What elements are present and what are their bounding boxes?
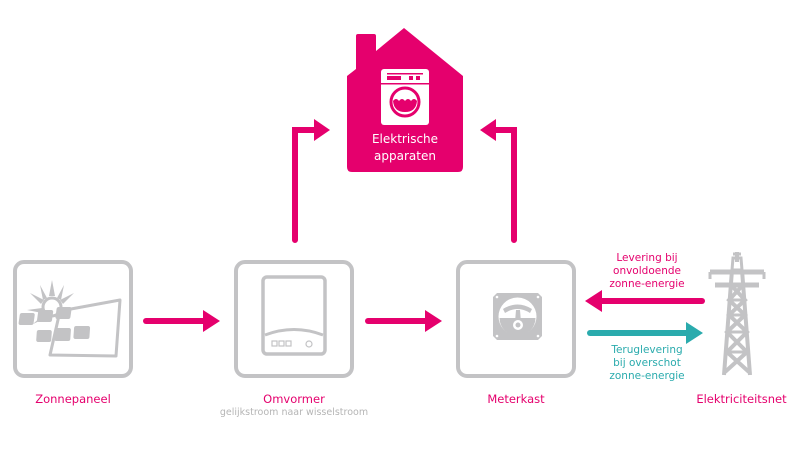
- arrow-meterkast-to-house: [480, 119, 517, 243]
- house-label-line1: Elektrische: [371, 132, 439, 146]
- delivery-label-line2: onvoldoende: [613, 265, 681, 277]
- arrow-omvormer-to-house: [292, 119, 330, 243]
- arrow-zonnepaneel-to-omvormer: [143, 310, 220, 332]
- return-label: Teruglevering bij overschot zonne-energi…: [595, 344, 699, 383]
- meterkast-label: Meterkast: [487, 392, 545, 406]
- delivery-label: Levering bij onvoldoende zonne-energie: [595, 252, 699, 291]
- house-label-line2: apparaten: [374, 149, 436, 163]
- arrow-net-to-meterkast: [585, 290, 705, 312]
- meterkast-box: [456, 260, 576, 378]
- return-label-line3: zonne-energie: [609, 370, 685, 382]
- zonnepaneel-box: [13, 260, 133, 378]
- delivery-label-line3: zonne-energie: [609, 278, 685, 290]
- omvormer-sublabel: gelijkstroom naar wisselstroom: [219, 407, 369, 418]
- return-label-line2: bij overschot: [613, 357, 681, 369]
- inverter-icon: [261, 275, 327, 356]
- elektriciteitsnet-label: Elektriciteitsnet: [696, 392, 787, 406]
- omvormer-box: [234, 260, 354, 378]
- washing-machine-icon: [381, 69, 429, 125]
- return-label-line1: Teruglevering: [611, 344, 683, 356]
- house-label: Elektrische apparaten: [347, 131, 463, 165]
- solar-panel-icon: [18, 280, 122, 358]
- arrow-omvormer-to-meterkast: [365, 310, 442, 332]
- power-pylon-icon: [708, 252, 766, 376]
- arrow-meterkast-to-net: [587, 322, 703, 344]
- omvormer-label: Omvormer: [263, 392, 325, 406]
- zonnepaneel-label: Zonnepaneel: [35, 392, 111, 406]
- meter-icon: [493, 293, 542, 340]
- delivery-label-line1: Levering bij: [616, 252, 678, 264]
